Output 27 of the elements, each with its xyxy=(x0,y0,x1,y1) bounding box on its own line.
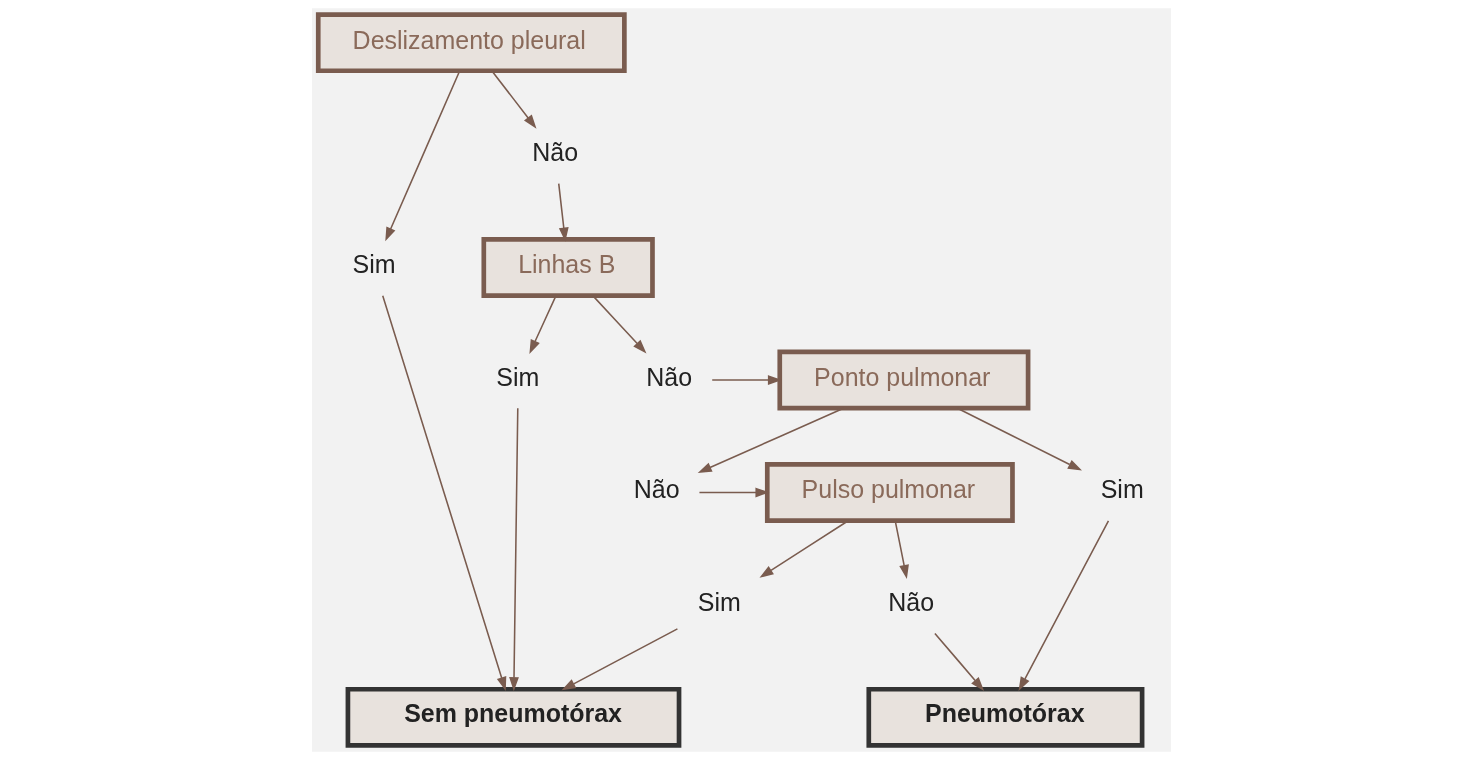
arrow xyxy=(697,407,845,473)
arrow xyxy=(557,182,569,242)
node-box: Ponto pulmonar xyxy=(777,349,1031,411)
arrow xyxy=(561,628,679,691)
node-box: Linhas B xyxy=(481,237,655,298)
arrow xyxy=(529,295,557,354)
arrow xyxy=(956,407,1082,471)
arrow xyxy=(509,407,519,692)
node-text: Sim xyxy=(496,362,540,391)
node-box: Pneumotórax xyxy=(866,686,1145,748)
node-text: Sim xyxy=(352,250,396,279)
node-text: Não xyxy=(532,138,579,167)
node-text: Não xyxy=(633,475,680,504)
arrow xyxy=(894,520,909,579)
arrow xyxy=(592,295,647,354)
arrow xyxy=(381,294,507,691)
node-text: Não xyxy=(646,362,693,391)
node-text: Não xyxy=(888,587,935,616)
arrow xyxy=(385,70,461,242)
node-text: Sim xyxy=(697,587,741,616)
node-box: Pulso pulmonar xyxy=(764,462,1015,523)
arrow xyxy=(1018,520,1110,692)
node-text: Sim xyxy=(1100,475,1144,504)
arrow xyxy=(934,632,985,691)
node-box: Deslizamento pleural xyxy=(315,12,627,74)
arrow xyxy=(491,70,537,129)
node-box: Sem pneumotórax xyxy=(345,686,682,748)
